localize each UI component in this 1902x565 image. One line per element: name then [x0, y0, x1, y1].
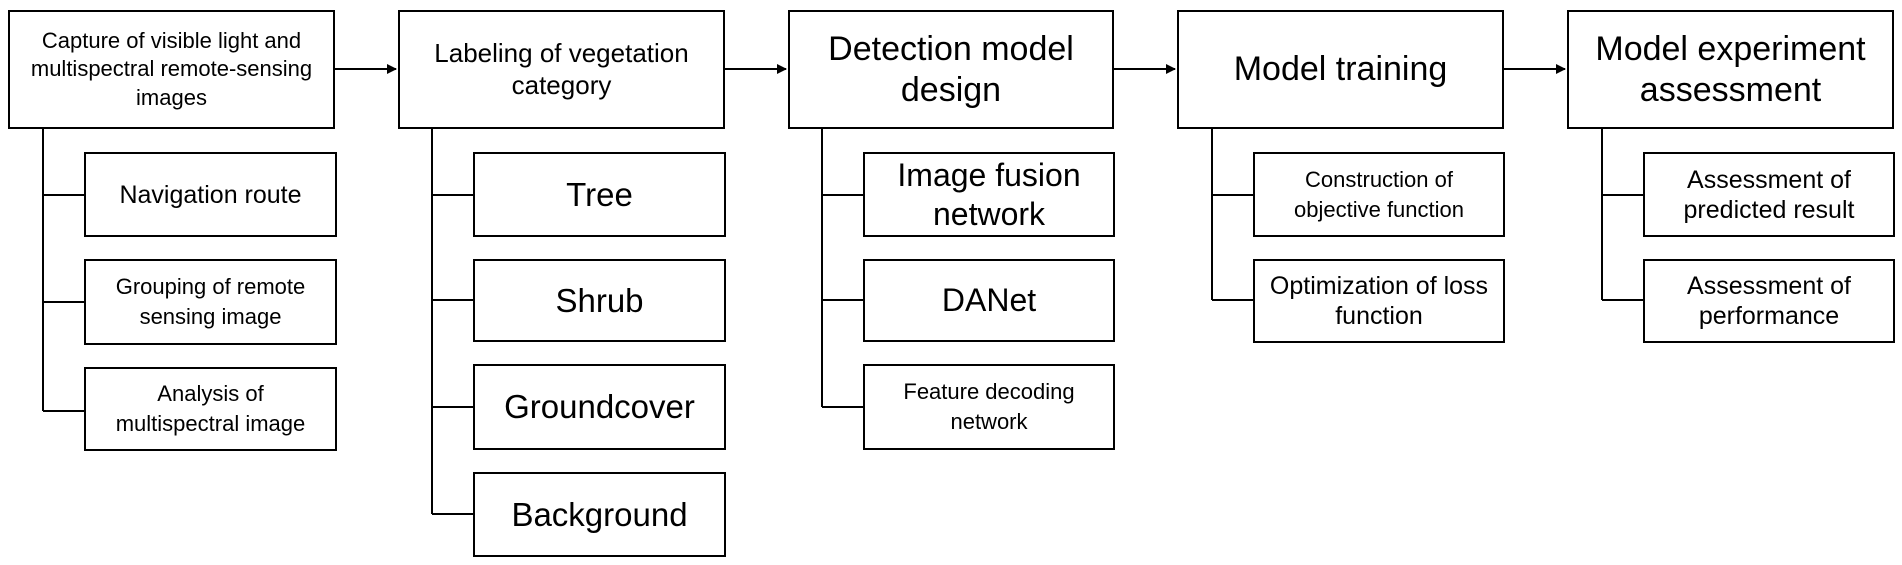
step-2-item-4: Background: [473, 472, 726, 557]
step-5-title: Model experiment assessment: [1595, 29, 1866, 109]
step-4-box: Model training: [1177, 10, 1504, 129]
step-5-item-2-label: Assessment of performance: [1687, 272, 1851, 330]
step-1-item-3: Analysis of multispectral image: [84, 367, 337, 451]
step-5-item-1: Assessment of predicted result: [1643, 152, 1895, 237]
step-4-title: Model training: [1233, 50, 1448, 89]
step-1-title: Capture of visible light and multispectr…: [30, 27, 313, 110]
step-3-item-3-label: Feature decoding network: [903, 379, 1075, 434]
step-2-item-2: Shrub: [473, 259, 726, 342]
step-5-box: Model experiment assessment: [1567, 10, 1894, 129]
step-5-item-2: Assessment of performance: [1643, 259, 1895, 343]
step-2-item-4-label: Background: [511, 495, 688, 533]
step-3-box: Detection model design: [788, 10, 1114, 129]
step-5-item-1-label: Assessment of predicted result: [1683, 165, 1855, 224]
step-4-item-1-label: Construction of objective function: [1294, 166, 1464, 222]
step-3-title: Detection model design: [828, 29, 1074, 109]
step-1-box: Capture of visible light and multispectr…: [8, 10, 335, 129]
step-3-item-2: DANet: [863, 259, 1115, 342]
step-1-item-1: Navigation route: [84, 152, 337, 237]
step-2-box: Labeling of vegetation category: [398, 10, 725, 129]
step-2-item-3-label: Groundcover: [504, 388, 695, 426]
step-2-item-1: Tree: [473, 152, 726, 237]
step-4-item-2-label: Optimization of loss function: [1269, 272, 1489, 330]
step-2-item-2-label: Shrub: [555, 281, 644, 319]
step-2-title: Labeling of vegetation category: [434, 38, 689, 100]
step-1-item-1-label: Navigation route: [119, 180, 302, 209]
step-4-item-2: Optimization of loss function: [1253, 259, 1505, 343]
step-3-item-3: Feature decoding network: [863, 364, 1115, 450]
step-2-item-3: Groundcover: [473, 364, 726, 450]
step-3-item-1: Image fusion network: [863, 152, 1115, 237]
step-2-item-1-label: Tree: [566, 175, 633, 213]
step-3-item-1-label: Image fusion network: [897, 157, 1081, 232]
step-1-item-3-label: Analysis of multispectral image: [115, 381, 306, 436]
step-1-item-2-label: Grouping of remote sensing image: [115, 274, 306, 329]
step-1-item-2: Grouping of remote sensing image: [84, 259, 337, 345]
step-4-item-1: Construction of objective function: [1253, 152, 1505, 237]
step-3-item-2-label: DANet: [941, 282, 1037, 319]
